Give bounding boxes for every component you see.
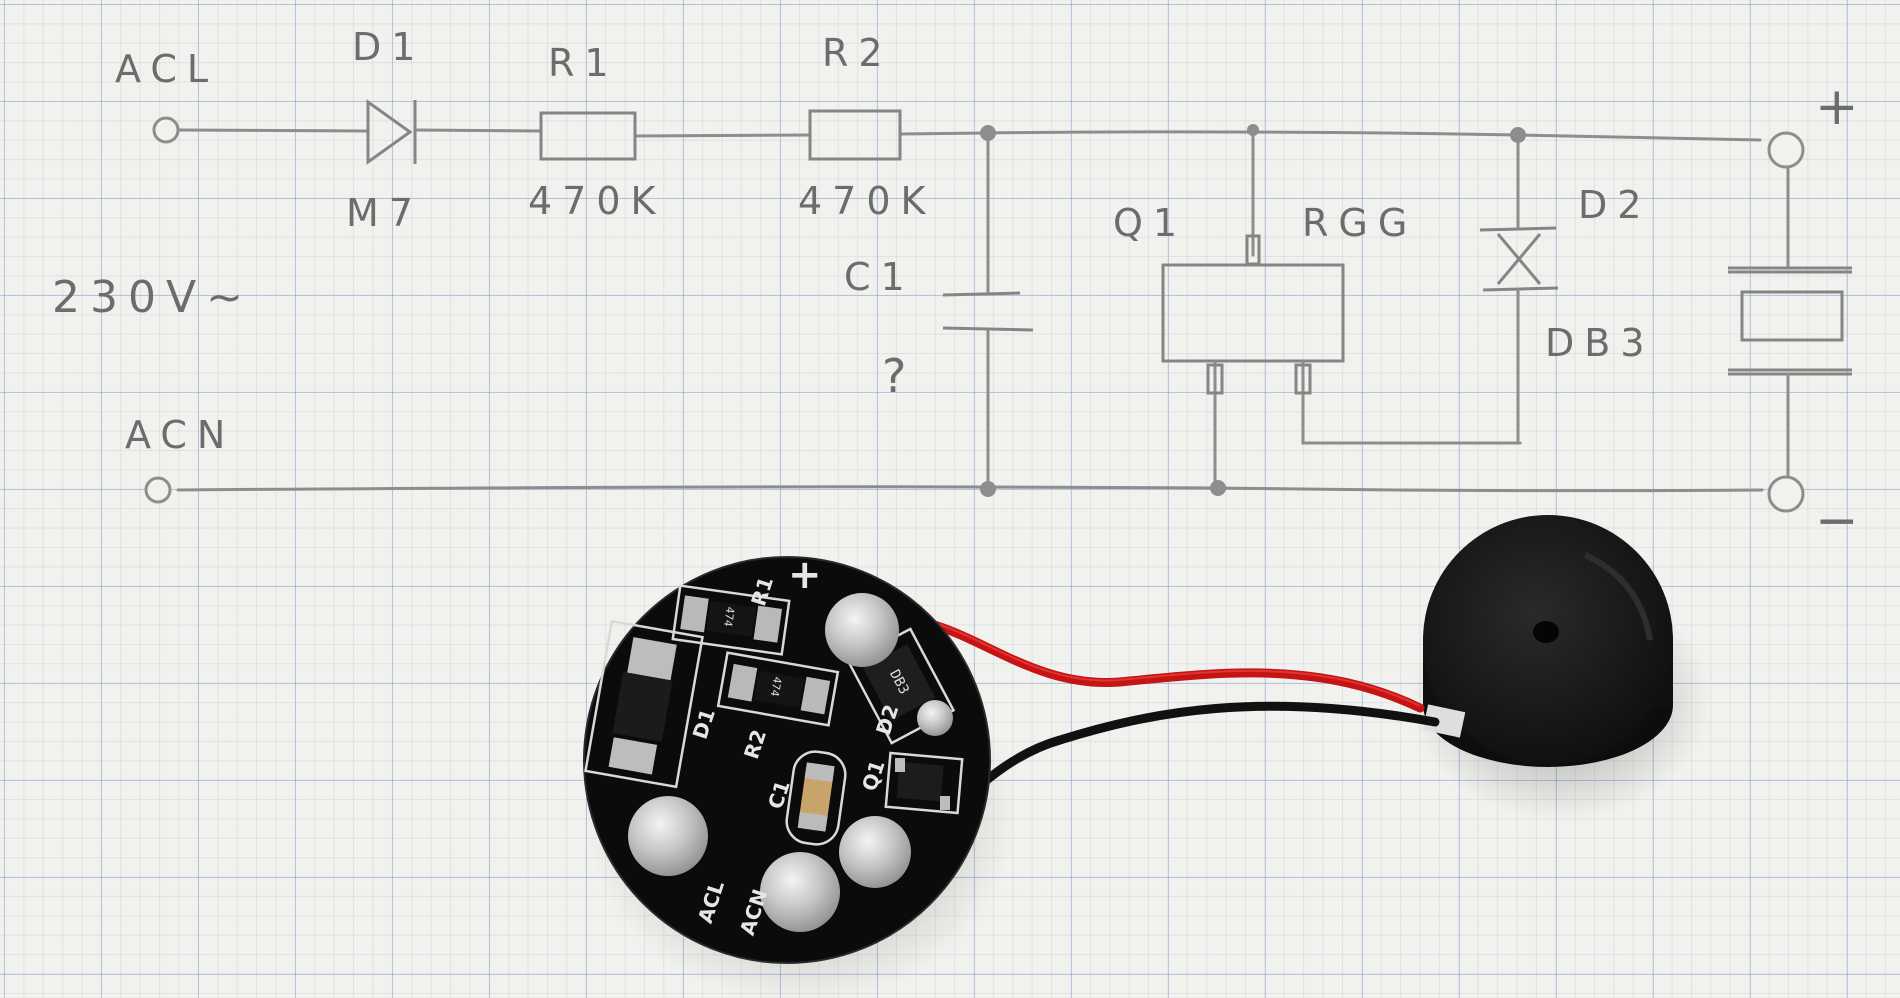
resistor-r2-symbol: [808, 109, 902, 161]
label-r2-value: 470K: [798, 179, 935, 223]
solder-pad-minus: [839, 816, 911, 888]
pcb-r1-code: 474: [721, 606, 737, 628]
label-d1-value: M7: [346, 191, 423, 235]
buzzer-symbol: [1728, 158, 1852, 477]
pcb-r2-code: 474: [768, 676, 784, 698]
label-c1-value: ?: [882, 349, 916, 403]
label-c1: C1: [844, 255, 915, 299]
pcb-label-plus: +: [788, 552, 822, 598]
label-r1-value: 470K: [528, 179, 665, 223]
junction-dots: [980, 124, 1526, 497]
schematic: ACL ACN 230V~ D1 M7 R1 470K R2 470K C1 ?…: [52, 25, 1869, 551]
piezo-buzzer: [1410, 515, 1710, 820]
wire-r2-node: [898, 131, 987, 136]
pcb-d2: DB3: [846, 627, 956, 745]
triac-q1-symbol: [1161, 131, 1522, 492]
solder-pad-plus: [825, 593, 899, 667]
capacitor-c1-symbol: [942, 131, 1034, 492]
wire-bottom-rail: [176, 485, 1764, 493]
label-acl: ACL: [115, 47, 218, 91]
pcb-r2: 474: [716, 651, 840, 727]
solder-pad-acl: [628, 796, 708, 876]
resistor-r1-symbol: [539, 111, 637, 161]
label-r2: R2: [822, 31, 893, 75]
diac-d2-symbol: [1479, 133, 1559, 445]
buzzer-hole: [1533, 621, 1559, 643]
solder-pad-acn: [760, 852, 840, 932]
label-r1: R1: [548, 41, 619, 85]
terminals: [144, 116, 1805, 513]
label-minus: −: [1815, 491, 1869, 551]
pcb-q1: [884, 751, 964, 815]
label-q1: Q1: [1113, 201, 1187, 245]
label-acn: ACN: [125, 413, 235, 457]
pcb-d1: [584, 619, 704, 789]
wire-top-rail: [176, 128, 370, 133]
label-voltage: 230V~: [52, 272, 253, 323]
wire-r1-r2: [633, 133, 812, 138]
label-d2-value: DB3: [1545, 321, 1655, 365]
wire-top-rail-right: [983, 130, 1762, 142]
label-d2: D2: [1578, 183, 1651, 227]
diode-d1-symbol: [366, 99, 417, 165]
pcb-r1: 474: [671, 584, 791, 656]
label-q1-value: RGG: [1302, 201, 1417, 245]
wire-d1-r1: [413, 128, 542, 133]
label-plus: +: [1815, 77, 1869, 137]
pcb-board: 474 474 DB3: [583, 552, 1015, 998]
label-d1: D1: [352, 25, 425, 69]
wire-red: [880, 614, 1425, 713]
pcb-c1: [785, 750, 847, 846]
